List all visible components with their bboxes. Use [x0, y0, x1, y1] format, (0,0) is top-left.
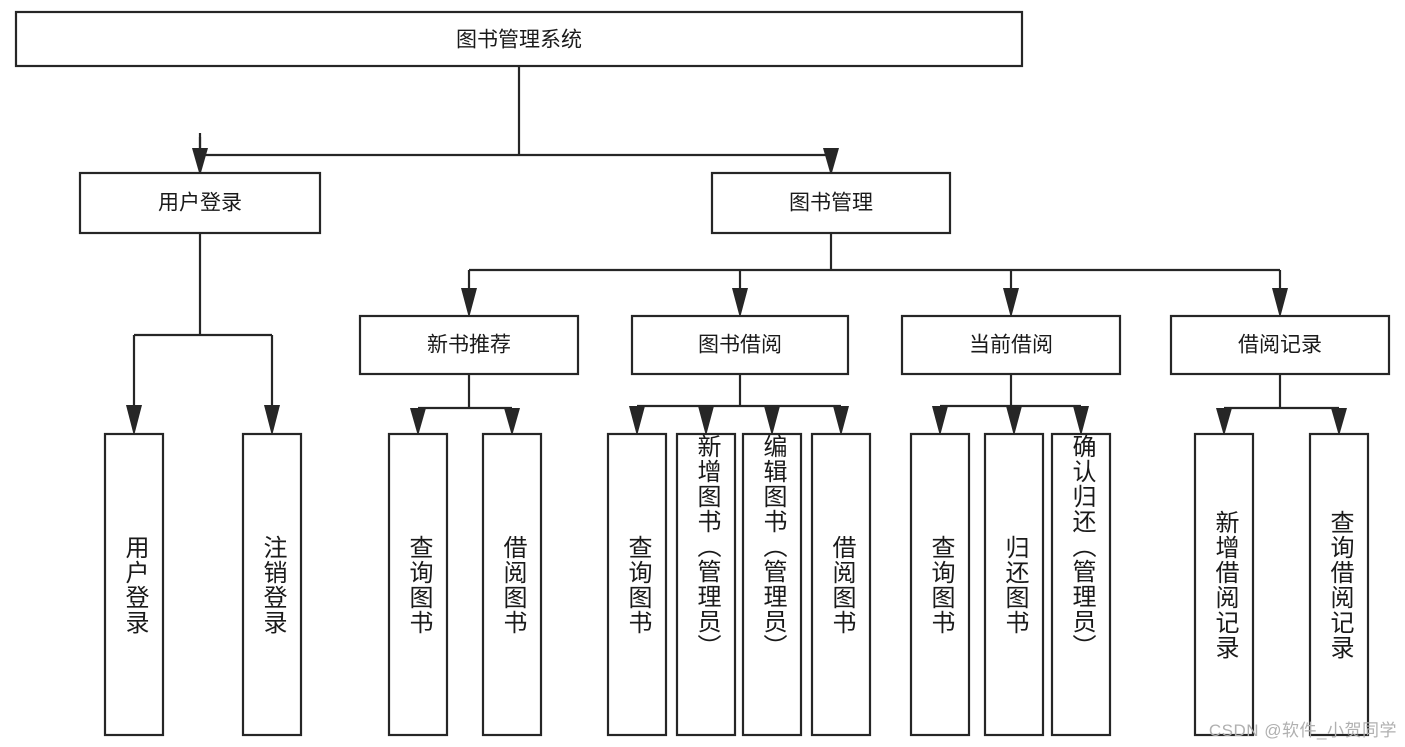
arrow-head-leaf-return-book — [1006, 406, 1022, 436]
node-leaf-add-book-box[interactable] — [675, 432, 737, 737]
arrow-head-leaf-query-book-3 — [932, 406, 948, 436]
node-new-book-rec-label: 新书推荐 — [427, 334, 511, 357]
arrow-head-leaf-query-record — [1331, 408, 1347, 436]
node-root[interactable]: 图书管理系统 — [14, 10, 1024, 68]
node-borrow-record[interactable]: 借阅记录 — [1169, 314, 1391, 376]
arrow-head-user-login — [192, 148, 208, 176]
arrow-head-new-book-rec — [461, 288, 477, 318]
arrow-head-leaf-add-record — [1216, 408, 1232, 436]
arrow-head-borrow-record — [1272, 288, 1288, 318]
node-book-borrow-label: 图书借阅 — [698, 334, 782, 357]
node-leaf-edit-book-box[interactable] — [741, 432, 803, 737]
node-leaf-return-book-box[interactable] — [983, 432, 1045, 737]
arrow-head-leaf-query-book-2 — [629, 406, 645, 436]
node-borrow-record-label: 借阅记录 — [1238, 334, 1322, 357]
node-book-manage-box[interactable] — [710, 171, 952, 235]
node-current-borrow-label: 当前借阅 — [969, 334, 1053, 357]
node-book-manage[interactable]: 图书管理 — [710, 171, 952, 235]
node-leaf-user-login-box[interactable] — [103, 432, 165, 737]
arrow-head-leaf-user-login — [126, 405, 142, 436]
arrow-head-leaf-confirm-return — [1073, 406, 1089, 436]
node-new-book-rec[interactable]: 新书推荐 — [358, 314, 580, 376]
arrow-head-book-borrow — [732, 288, 748, 318]
arrow-head-leaf-add-book — [698, 406, 714, 436]
node-book-borrow-box[interactable] — [630, 314, 850, 376]
node-leaf-add-record-box[interactable] — [1193, 432, 1255, 737]
node-root-box[interactable] — [14, 10, 1024, 68]
node-leaf-borrow-book-2-box[interactable] — [810, 432, 872, 737]
node-leaf-borrow-book-1-box[interactable] — [481, 432, 543, 737]
leaf-box-layer — [103, 432, 1370, 737]
arrow-head-leaf-borrow-book-2 — [833, 406, 849, 436]
arrow-head-leaf-borrow-book-1 — [504, 408, 520, 436]
node-current-borrow-box[interactable] — [900, 314, 1122, 376]
node-leaf-query-book-2-box[interactable] — [606, 432, 668, 737]
arrow-head-current-borrow — [1003, 288, 1019, 318]
node-user-login[interactable]: 用户登录 — [78, 171, 322, 235]
node-user-login-box[interactable] — [78, 171, 322, 235]
node-book-borrow[interactable]: 图书借阅 — [630, 314, 850, 376]
node-book-manage-label: 图书管理 — [789, 192, 873, 215]
csdn-watermark: CSDN @软件_小贺同学 — [1208, 721, 1397, 740]
node-leaf-query-record-box[interactable] — [1308, 432, 1370, 737]
node-leaf-query-book-3-box[interactable] — [909, 432, 971, 737]
node-leaf-user-logout-box[interactable] — [241, 432, 303, 737]
node-current-borrow[interactable]: 当前借阅 — [900, 314, 1122, 376]
node-user-login-label: 用户登录 — [158, 192, 242, 215]
node-borrow-record-box[interactable] — [1169, 314, 1391, 376]
arrow-head-leaf-edit-book — [764, 406, 780, 436]
arrow-head-leaf-user-logout — [264, 405, 280, 436]
connector-layer — [126, 66, 1347, 436]
node-leaf-query-book-1-box[interactable] — [387, 432, 449, 737]
node-new-book-rec-box[interactable] — [358, 314, 580, 376]
arrow-head-book-manage — [823, 148, 839, 176]
arrow-head-leaf-query-book-1 — [410, 408, 426, 436]
node-leaf-confirm-return-box[interactable] — [1050, 432, 1112, 737]
node-root-label: 图书管理系统 — [456, 29, 582, 52]
